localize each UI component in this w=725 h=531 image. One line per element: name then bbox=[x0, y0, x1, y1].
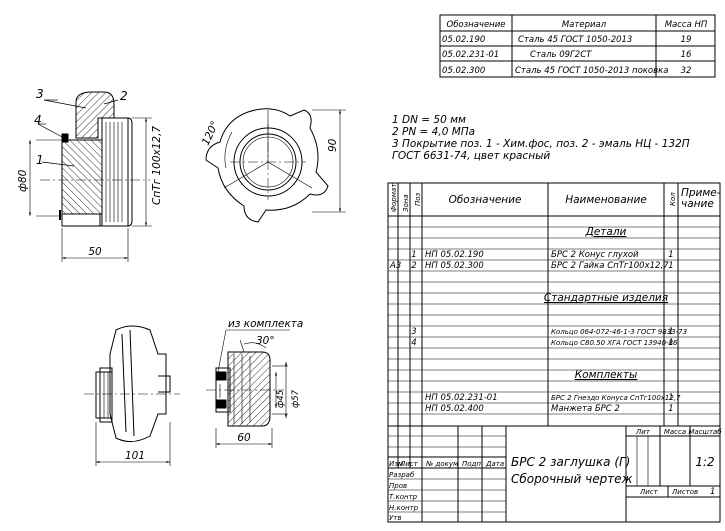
spec-row2-name: БРС 2 Гайка СпТг100х12,7 bbox=[551, 261, 669, 271]
spec-row1-pos: 1 bbox=[411, 250, 416, 260]
spec-col-name: Наименование bbox=[565, 194, 647, 206]
note-1: 1 DN = 50 мм bbox=[392, 114, 466, 126]
tb-label-utv: Утв bbox=[389, 514, 401, 522]
tb-label-date: Дата bbox=[485, 460, 504, 468]
dim-length-50: 50 bbox=[88, 246, 102, 258]
mt-header-material: Материал bbox=[562, 20, 607, 30]
dim-length-101: 101 bbox=[125, 450, 145, 462]
spec-row6-qty: 1 bbox=[668, 404, 673, 414]
technical-notes: 1 DN = 50 мм 2 PN = 4,0 МПа 3 Покрытие п… bbox=[392, 114, 690, 162]
mt-row3-designation: 05.02.300 bbox=[442, 66, 485, 76]
spec-col-designation: Обозначение bbox=[449, 194, 522, 206]
mt-row2-designation: 05.02.231-01 bbox=[442, 50, 499, 60]
title-block-grid bbox=[388, 426, 720, 522]
spec-section-details: Детали bbox=[585, 226, 627, 238]
tb-label-izm: Изм bbox=[389, 460, 404, 468]
spec-row2-format: А3 bbox=[389, 261, 401, 271]
mt-row2-mass: 16 bbox=[681, 50, 692, 60]
seal-view bbox=[206, 330, 290, 448]
mt-row1-material: Сталь 45 ГОСТ 1050-2013 bbox=[518, 35, 632, 45]
spec-row3-pos: 3 bbox=[411, 327, 416, 337]
spec-row2-pos: 2 bbox=[411, 261, 416, 271]
callout-1: 1 bbox=[36, 153, 44, 167]
spec-col-note: Приме-чание bbox=[681, 187, 721, 210]
seal-caption: из комплекта bbox=[228, 318, 303, 330]
dim-diameter-45: ф45 bbox=[276, 390, 286, 408]
spec-row4-name: Кольцо С80.50 ХГА ГОСТ 13940-86 bbox=[551, 339, 678, 347]
tb-label-prov: Пров bbox=[389, 482, 407, 490]
mt-row1-designation: 05.02.190 bbox=[442, 35, 485, 45]
drawing-title-line2: Сборочный чертеж bbox=[511, 472, 633, 486]
spec-table-rows: 1 НП 05.02.190 БРС 2 Конус глухой 1 А3 2… bbox=[389, 250, 687, 414]
mt-row3-mass: 32 bbox=[681, 66, 692, 76]
spec-row5-qty: 1 bbox=[668, 393, 673, 403]
note-2: 2 PN = 4,0 МПа bbox=[392, 126, 475, 138]
spec-row4-qty: 1 bbox=[668, 338, 673, 348]
spec-row1-qty: 1 bbox=[668, 250, 673, 260]
spec-section-kits: Комплекты bbox=[575, 369, 638, 381]
spec-col-qty: Кол bbox=[669, 192, 677, 206]
callout-2: 2 bbox=[120, 89, 128, 103]
section-view-labels: 3 2 4 1 ф80 СпТг 100х12,7 50 bbox=[17, 87, 163, 258]
mt-header-mass: Масса НП bbox=[665, 20, 708, 30]
tb-label-nkontr: Н.контр bbox=[389, 504, 419, 512]
dim-height-90: 90 bbox=[327, 138, 339, 152]
spec-row4-pos: 4 bbox=[411, 338, 416, 348]
spec-col-pos: Поз bbox=[414, 192, 422, 206]
mt-row2-material: Сталь 09Г2СТ bbox=[530, 50, 592, 60]
spec-table-grid bbox=[388, 183, 720, 426]
spec-row1-name: БРС 2 Конус глухой bbox=[551, 250, 639, 260]
spec-row5-designation: НП 05.02.231-01 bbox=[425, 393, 498, 403]
dim-angle-30: 30° bbox=[256, 335, 275, 347]
mt-row3-material: Сталь 45 ГОСТ 1050-2013 поковка bbox=[515, 66, 669, 76]
dim-thread: СпТг 100х12,7 bbox=[151, 126, 163, 205]
title-block-text: Изм Лист № докум Подп Дата Разраб Пров Т… bbox=[389, 428, 722, 522]
spec-row2-designation: НП 05.02.300 bbox=[425, 261, 484, 271]
material-table-text: Обозначение Материал Масса НП 05.02.190 … bbox=[442, 20, 708, 76]
spec-row1-designation: НП 05.02.190 bbox=[425, 250, 484, 260]
tb-label-razrab: Разраб bbox=[389, 471, 415, 479]
front-view bbox=[206, 109, 346, 222]
material-table bbox=[440, 15, 715, 77]
dim-length-60: 60 bbox=[237, 432, 251, 444]
mt-header-designation: Обозначение bbox=[447, 20, 506, 30]
tb-label-sign: Подп bbox=[462, 460, 481, 468]
tb-label-list: Лист bbox=[399, 460, 419, 468]
section-view bbox=[28, 92, 152, 262]
tb-label-doc: № докум bbox=[425, 460, 459, 468]
tb-sheets: Листов bbox=[671, 488, 698, 496]
spec-row3-name: Кольцо 064-072-46-1-3 ГОСТ 9833-73 bbox=[551, 328, 687, 336]
dim-diameter-57: ф57 bbox=[291, 389, 301, 408]
tb-scale: Масштаб bbox=[688, 428, 722, 436]
tb-mass: Масса bbox=[664, 428, 686, 436]
spec-table-headers: Формат Зона Поз Обозначение Наименование… bbox=[390, 183, 721, 381]
spec-col-format: Формат bbox=[390, 183, 398, 212]
spec-row3-qty: 1 bbox=[668, 327, 673, 337]
tb-scale-value: 1:2 bbox=[695, 455, 714, 469]
spec-section-standard: Стандартные изделия bbox=[544, 292, 668, 304]
drawing-title-line1: БРС 2 заглушка (Г) bbox=[511, 455, 630, 469]
mt-row1-mass: 19 bbox=[681, 35, 692, 45]
spec-row2-qty: 1 bbox=[668, 261, 673, 271]
spec-row6-designation: НП 05.02.400 bbox=[425, 404, 484, 414]
spec-col-note-line1: Приме- bbox=[681, 187, 721, 199]
tb-sheet: Лист bbox=[639, 488, 659, 496]
note-4: ГОСТ 6631-74, цвет красный bbox=[392, 150, 550, 162]
note-3: 3 Покрытие поз. 1 - Хим.фос, поз. 2 - эм… bbox=[392, 138, 690, 150]
dim-diameter-80: ф80 bbox=[17, 169, 29, 192]
tb-sheets-value: 1 bbox=[710, 487, 715, 497]
callout-3: 3 bbox=[36, 87, 44, 101]
spec-col-note-line2: чание bbox=[681, 198, 714, 210]
front-view-labels: 120° 90 bbox=[200, 119, 339, 152]
side-view-labels: 101 bbox=[125, 450, 145, 462]
spec-row6-name: Манжета БРС 2 bbox=[551, 404, 620, 414]
side-view bbox=[84, 326, 180, 466]
tb-label-tkontr: Т.контр bbox=[389, 493, 418, 501]
tb-lit: Лит bbox=[635, 428, 651, 436]
callout-4: 4 bbox=[34, 113, 42, 127]
seal-view-labels: из комплекта 30° ф45 ф57 60 bbox=[228, 318, 303, 444]
spec-col-zone: Зона bbox=[402, 194, 410, 212]
spec-row5-name: БРС 2 Гнездо Конуса СпТг100х12,7 bbox=[551, 394, 681, 402]
